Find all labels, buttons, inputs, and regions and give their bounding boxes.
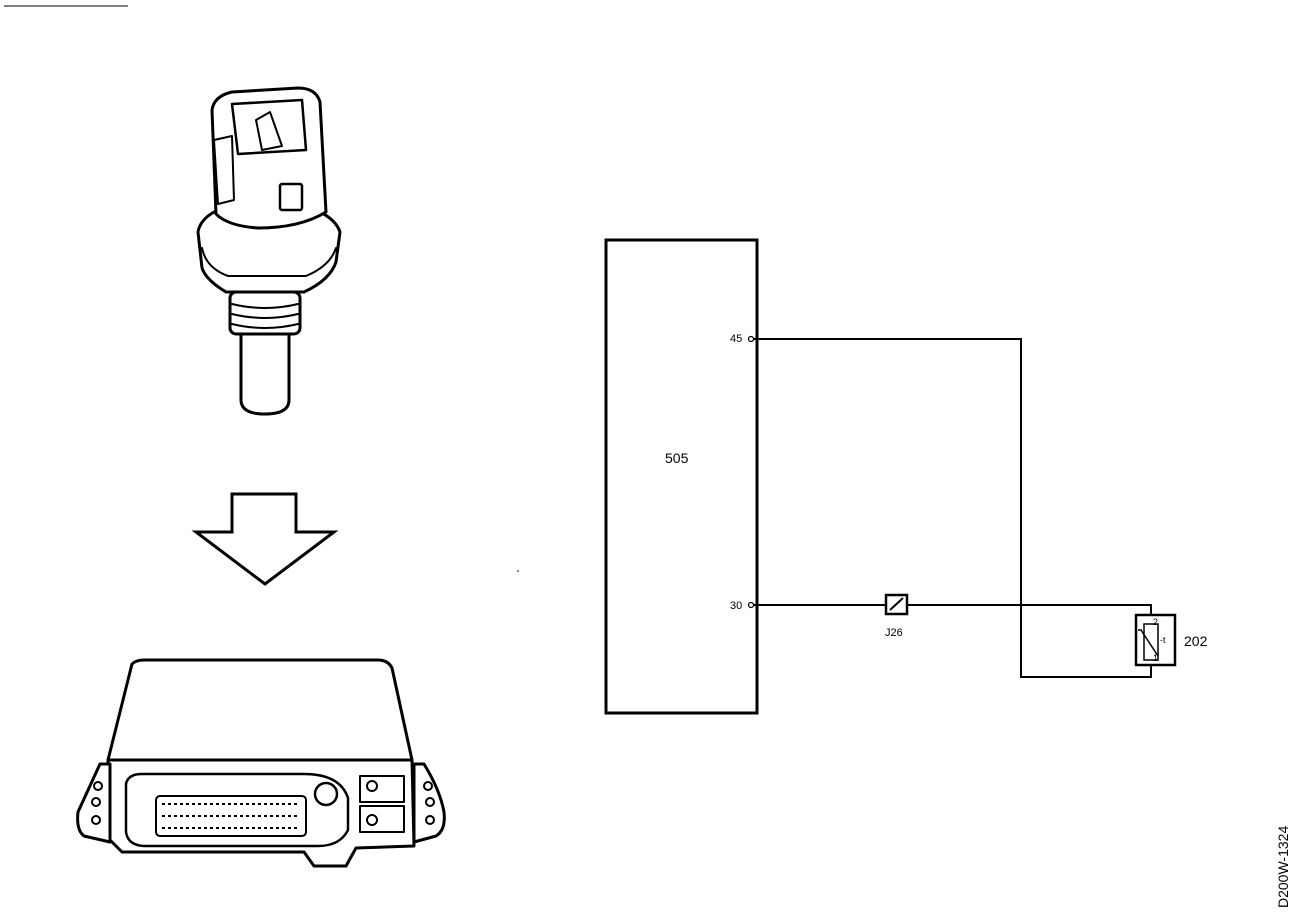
pin-30-label: 30: [730, 600, 742, 612]
ecu-connector-pins: [162, 803, 300, 829]
ecu-block: [604, 238, 759, 715]
temperature-sensor-illustration: [196, 86, 342, 416]
sensor-symbol-label: -t: [1160, 635, 1166, 645]
schematic: 505 45 30 J26 2 1 -t 202: [604, 238, 1208, 715]
pin-45-label: 45: [730, 333, 742, 345]
connector-j26: [884, 593, 909, 616]
connector-j26-label: J26: [885, 627, 903, 639]
stray-mark: [517, 570, 519, 572]
control-unit-illustration: [76, 658, 446, 868]
sensor-202-label: 202: [1184, 633, 1208, 649]
wire-pin-45: [754, 338, 1152, 678]
pin-45-terminal: [747, 335, 755, 343]
wire-pin-30: [754, 604, 1152, 622]
sensor-202: [1134, 613, 1177, 667]
sensor-pin-lower-label: 1: [1153, 653, 1158, 663]
down-arrow-icon: [191, 492, 339, 586]
ecu-block-label: 505: [665, 450, 689, 466]
pin-30-terminal: [747, 601, 755, 609]
drawing-code: D200W-1324: [1275, 826, 1291, 908]
sensor-pin-upper-label: 2: [1153, 617, 1158, 627]
